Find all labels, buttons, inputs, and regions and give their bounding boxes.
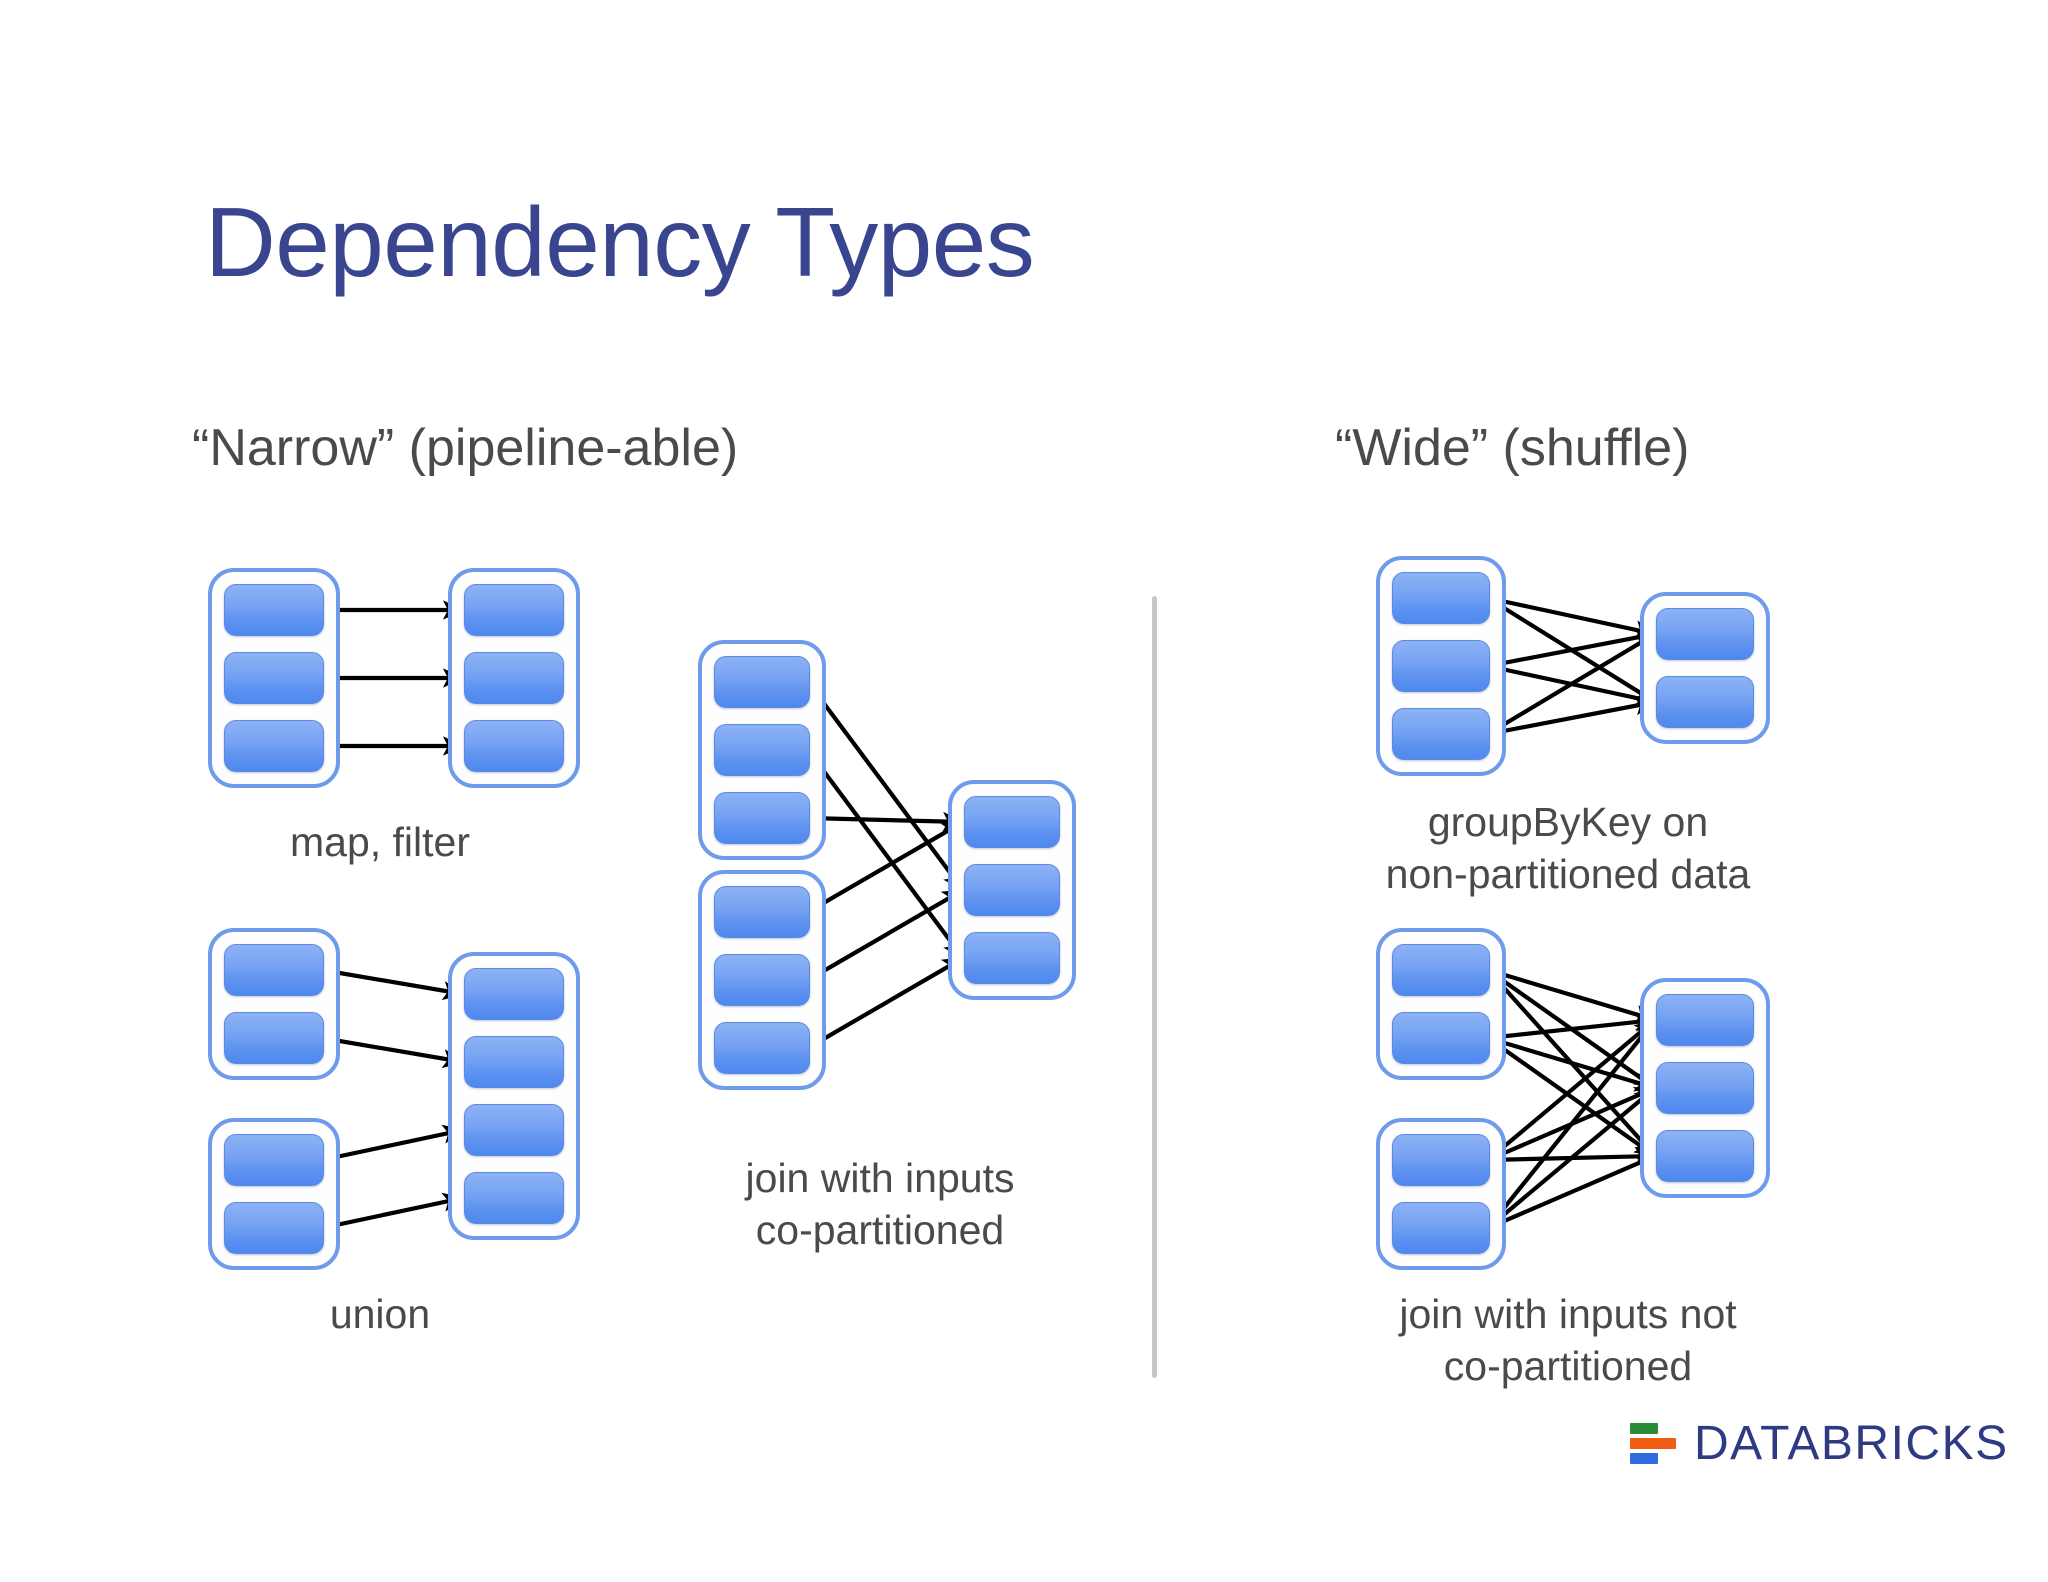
section-heading-wide: “Wide” (shuffle) xyxy=(1335,419,1690,477)
partition-box xyxy=(224,944,324,996)
dependency-arrow xyxy=(1486,632,1657,736)
partition-box xyxy=(1392,1134,1490,1186)
partition-box xyxy=(464,1036,564,1088)
partition-box xyxy=(464,584,564,636)
partition-box xyxy=(964,864,1060,916)
partition-box xyxy=(464,720,564,772)
caption-groupbykey: groupByKey on non-partitioned data xyxy=(1385,799,1751,897)
dependency-arrow xyxy=(1486,1018,1657,1230)
diagram-join-co-partitioned xyxy=(690,640,1076,1130)
dependency-arrow xyxy=(1486,1036,1657,1158)
dependency-arrow xyxy=(1487,595,1657,640)
dependency-arrow xyxy=(1487,1086,1657,1162)
section-divider xyxy=(1152,596,1157,1378)
partition-box xyxy=(464,1104,564,1156)
caption-join-not-co-partitioned: join with inputs not co-partitioned xyxy=(1399,1291,1737,1389)
partition-box xyxy=(1392,640,1490,692)
partition-box xyxy=(964,932,1060,984)
dependency-arrow xyxy=(806,820,965,914)
partition-box xyxy=(224,720,324,772)
partition-box xyxy=(464,1172,564,1224)
dependency-arrow xyxy=(1487,1035,1657,1092)
logo-bar-blue xyxy=(1630,1452,1658,1464)
dependency-arrow xyxy=(1487,1146,1657,1167)
diagram-join-not-co-partitioned xyxy=(1368,928,1770,1272)
diagram-union xyxy=(190,928,580,1272)
dependency-arrow xyxy=(1486,968,1657,1090)
dependency-arrow xyxy=(1487,1012,1657,1041)
section-heading-narrow: “Narrow” (pipeline-able) xyxy=(192,419,739,477)
dependency-arrow xyxy=(1486,596,1657,704)
caption-union: union xyxy=(329,1291,431,1337)
dependency-arrow xyxy=(321,1192,465,1231)
partition-box xyxy=(714,792,810,844)
dependency-arrow xyxy=(1486,1018,1657,1162)
dependency-arrow xyxy=(806,956,965,1050)
partition-box xyxy=(1656,608,1754,660)
partition-box xyxy=(1392,1202,1490,1254)
dependency-arrow xyxy=(806,680,965,892)
partition-box xyxy=(224,1202,324,1254)
databricks-mark-icon xyxy=(1630,1421,1676,1467)
databricks-logo: DATABRICKS xyxy=(1630,1416,2009,1471)
partition-box xyxy=(1392,1012,1490,1064)
dependency-arrow xyxy=(321,1035,465,1069)
dependency-arrow xyxy=(1487,663,1657,708)
partition-box xyxy=(464,968,564,1020)
dependency-arrow xyxy=(321,1124,465,1163)
caption-join-co-partitioned: join with inputs co-partitioned xyxy=(745,1155,1015,1253)
partition-box xyxy=(964,796,1060,848)
partition-box xyxy=(224,1012,324,1064)
logo-bar-orange xyxy=(1630,1437,1676,1449)
diagram-groupbykey xyxy=(1368,556,1770,778)
dependency-arrow xyxy=(806,888,965,982)
logo-bar-green xyxy=(1630,1422,1658,1434)
dependency-arrow xyxy=(807,811,965,832)
dependency-arrow xyxy=(806,748,965,960)
partition-box xyxy=(714,954,810,1006)
page-title: Dependency Types xyxy=(205,187,1035,297)
diagram-map-filter xyxy=(190,568,580,790)
dependency-arrow xyxy=(1487,967,1657,1024)
partition-box xyxy=(1656,676,1754,728)
partition-box xyxy=(1656,1062,1754,1114)
dependency-arrow xyxy=(1486,1086,1657,1230)
dependency-arrow xyxy=(1487,1154,1657,1230)
partition-box xyxy=(714,656,810,708)
dependency-arrow xyxy=(321,967,465,1001)
caption-map-filter: map, filter xyxy=(290,819,470,865)
partition-box xyxy=(224,652,324,704)
partition-box xyxy=(1392,944,1490,996)
partition-box xyxy=(1656,994,1754,1046)
partition-box xyxy=(1656,1130,1754,1182)
databricks-wordmark: DATABRICKS xyxy=(1694,1417,2009,1470)
dependency-arrow xyxy=(1486,968,1657,1158)
partition-box xyxy=(224,584,324,636)
dependency-arrow xyxy=(1487,696,1657,737)
partition-box xyxy=(1392,708,1490,760)
partition-box xyxy=(714,1022,810,1074)
partition-box xyxy=(714,886,810,938)
partition-box xyxy=(224,1134,324,1186)
partition-box xyxy=(714,724,810,776)
partition-box xyxy=(464,652,564,704)
dependency-arrow xyxy=(1487,628,1657,669)
partition-box xyxy=(1392,572,1490,624)
